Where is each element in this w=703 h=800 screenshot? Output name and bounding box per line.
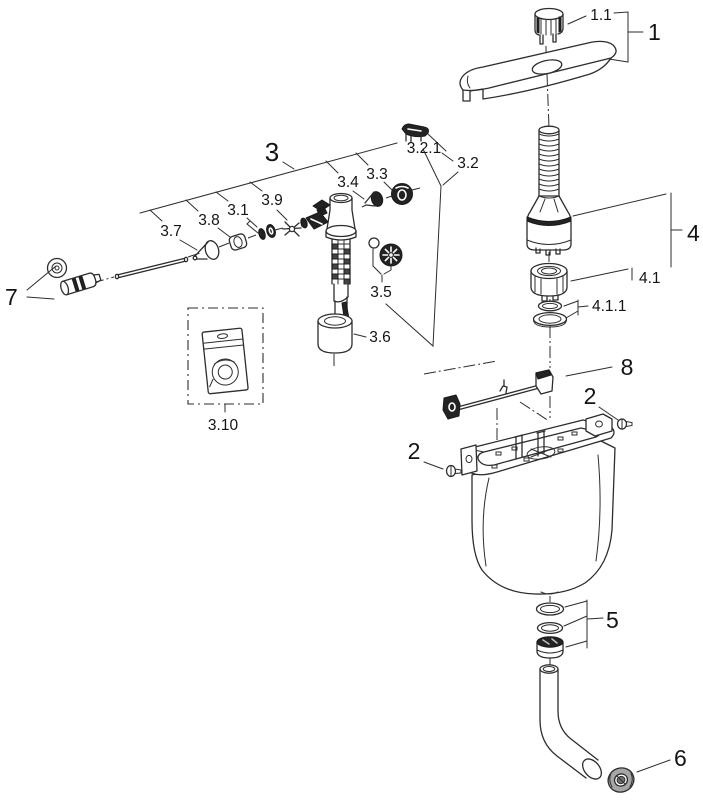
union-nut-part (228, 233, 248, 251)
callout-line-8 (565, 366, 613, 377)
filling-valve-body (300, 192, 357, 320)
callout-3-6: 3.6 (369, 329, 391, 346)
callout-4-1: 4.1 (639, 270, 661, 287)
callout-line-2-right (598, 406, 619, 421)
pipe-grommet-part (607, 767, 635, 793)
adjustment-lever-part (401, 123, 429, 143)
filling-valve-group: 3 3.7 3.8 3.1 3.9 3.4 3.3 3.2.1 3.2 3.5 … (139, 123, 479, 354)
lid-assembly: 1.1 1 (459, 7, 661, 102)
oring-filter-disc-part (368, 237, 403, 305)
flush-valve-threaded-tube (538, 125, 560, 197)
service-pack-group: 3.10 (187, 307, 264, 434)
diaphragm-cone-part (364, 191, 384, 207)
callout-lines-4 (563, 192, 683, 319)
callout-5: 5 (606, 607, 619, 633)
tank-body (471, 440, 616, 595)
group3-frame (139, 142, 459, 348)
callout-lines-3-2 (427, 133, 454, 162)
callout-3-10: 3.10 (208, 417, 239, 434)
flush-pipe (539, 664, 603, 780)
washer-large (532, 311, 568, 328)
callout-lines-7 (26, 265, 57, 300)
callout-4: 4 (687, 220, 700, 246)
callout-3-9: 3.9 (261, 192, 283, 209)
connector-disc (46, 257, 68, 279)
push-button-part (534, 7, 564, 45)
callout-1: 1 (648, 19, 661, 45)
seal-set-part (246, 220, 276, 240)
cone-nozzle-part (192, 240, 220, 261)
damper-cup-part (317, 313, 367, 354)
tank-lug-right (585, 413, 633, 437)
cap-housing-part (383, 181, 413, 205)
callout-8: 8 (621, 354, 634, 380)
callout-3-1: 3.1 (227, 202, 249, 219)
flush-valve-nut (530, 262, 568, 302)
connector-rod (114, 256, 189, 280)
callout-line-6 (636, 759, 671, 773)
outlet-group: 5 6 (535, 599, 687, 793)
cistern-lid (459, 40, 617, 102)
callout-4-1-1: 4.1.1 (592, 298, 626, 315)
callout-3-5: 3.5 (370, 284, 392, 301)
callout-7: 7 (5, 284, 18, 310)
washer-small (537, 300, 563, 312)
outlet-seal-cup (536, 636, 564, 659)
callout-3-4: 3.4 (337, 174, 359, 191)
callout-2-left: 2 (408, 438, 421, 464)
callout-line-2-left (423, 461, 444, 470)
inlet-connector-group: 7 (5, 256, 189, 310)
callout-2-right: 2 (584, 383, 597, 409)
callout-lines-3x (179, 190, 365, 251)
callout-lines-1 (567, 11, 644, 63)
connector-bolt (60, 272, 102, 296)
callout-6: 6 (674, 745, 687, 771)
actuating-rod-group: 8 (442, 354, 634, 420)
tank-lug-left (445, 444, 478, 478)
outlet-oring-2 (536, 621, 564, 635)
retaining-clip-part (282, 221, 302, 237)
flush-valve-body (526, 195, 572, 256)
flush-valve-assembly: 4 4.1 4.1.1 (526, 125, 700, 328)
callout-3-8: 3.8 (198, 212, 220, 229)
outlet-oring-1 (535, 602, 565, 616)
callout-1-1: 1.1 (590, 7, 612, 24)
cistern-tank-group: 2 2 (408, 383, 633, 595)
callout-lines-5 (563, 599, 604, 649)
service-pack-bag (201, 327, 249, 395)
callout-3-2-1: 3.2.1 (407, 140, 441, 157)
callout-3-3: 3.3 (366, 166, 388, 183)
callout-3: 3 (265, 137, 279, 167)
construction-lines (91, 46, 551, 665)
callout-3-2: 3.2 (457, 155, 479, 172)
callout-3-7: 3.7 (160, 223, 182, 240)
